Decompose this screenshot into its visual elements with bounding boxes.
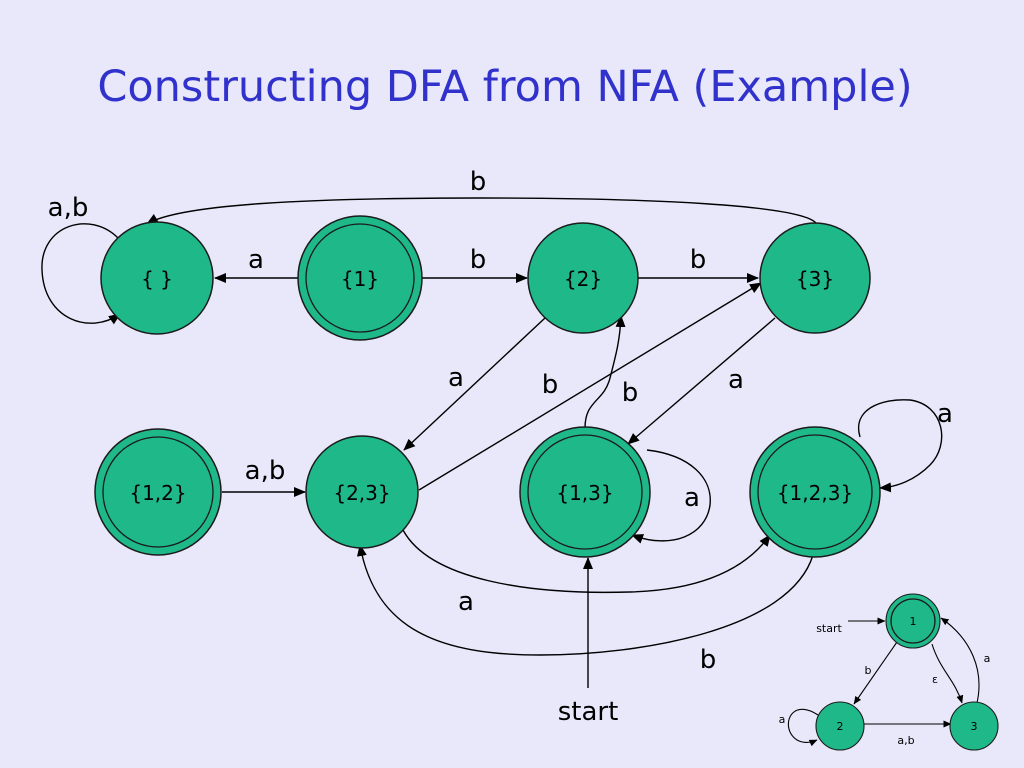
label-s13-loop: a	[684, 483, 700, 513]
label-s2-to-s3: b	[690, 245, 707, 275]
state-3: {3}	[759, 222, 871, 334]
state-1-3-accepting: {1,3}	[519, 426, 651, 558]
nfa-label-1-to-3: ε	[932, 673, 938, 686]
label-s123-loop: a	[937, 399, 953, 429]
slide-title: Constructing DFA from NFA (Example)	[97, 62, 913, 112]
label-s23-to-s3: b	[542, 370, 559, 400]
label-s1-to-s2: b	[470, 245, 487, 275]
edge-s13-to-s2	[584, 315, 626, 429]
nfa-start-label: start	[816, 622, 842, 635]
nfa-edge-3-to-1	[940, 617, 980, 708]
edge-empty-loop	[41, 223, 121, 325]
edge-s23-to-s123	[402, 529, 771, 594]
label-s123-to-s23: b	[700, 645, 717, 675]
nfa-state-label: 2	[837, 720, 844, 733]
state-label: {3}	[796, 267, 834, 291]
state-label: {1,3}	[556, 481, 613, 505]
edge-s3-to-empty	[146, 197, 817, 225]
edge-s123-to-s23	[356, 544, 814, 656]
edge-s3-to-s13	[627, 317, 776, 445]
nfa-label-2-to-3: a,b	[897, 734, 914, 747]
state-1-accepting: {1}	[297, 215, 423, 341]
state-label: {2,3}	[333, 481, 390, 505]
label-s3-to-s13: a	[728, 365, 744, 395]
state-1-2-accepting: {1,2}	[94, 428, 222, 556]
state-label: {1}	[341, 267, 379, 291]
nfa-state-3: 3	[949, 701, 999, 751]
state-2-3: {2,3}	[305, 435, 419, 549]
nfa-state-1-accepting: 1	[885, 593, 941, 649]
state-label: {1,2}	[129, 481, 186, 505]
state-2: {2}	[527, 222, 639, 334]
label-s13-to-s2: b	[622, 378, 639, 408]
nfa-label-2-loop: a	[779, 713, 786, 726]
nfa-state-label: 1	[910, 615, 917, 628]
label-s1-to-empty: a	[248, 245, 264, 275]
state-label: {1,2,3}	[777, 481, 853, 505]
nfa-state-2: 2	[815, 701, 865, 751]
edge-s13-loop	[631, 449, 711, 544]
nfa-state-label: 3	[971, 720, 978, 733]
state-empty: { }	[100, 221, 214, 335]
edge-s123-loop	[857, 399, 943, 493]
nfa-label-3-to-1: a	[984, 652, 991, 665]
nfa-edge-1-to-2	[853, 641, 898, 705]
label-s12-to-s23: a,b	[245, 456, 286, 486]
state-1-2-3-accepting: {1,2,3}	[749, 426, 881, 558]
state-label: { }	[141, 267, 173, 291]
nfa-edge-2-loop	[787, 708, 819, 747]
start-label: start	[558, 697, 619, 727]
label-s23-to-s123: a	[458, 587, 474, 617]
label-s2-to-s23: a	[448, 363, 464, 393]
edge-s23-to-s3	[418, 282, 762, 491]
nfa-inset: 1 2 3 start b ε a a a,b	[779, 593, 999, 751]
edge-s2-to-s23	[403, 317, 546, 451]
state-label: {2}	[564, 267, 602, 291]
label-s3-to-empty: b	[470, 167, 487, 197]
nfa-label-1-to-2: b	[865, 664, 872, 677]
label-empty-loop: a,b	[48, 193, 89, 223]
nfa-edge-1-to-3	[931, 643, 964, 704]
